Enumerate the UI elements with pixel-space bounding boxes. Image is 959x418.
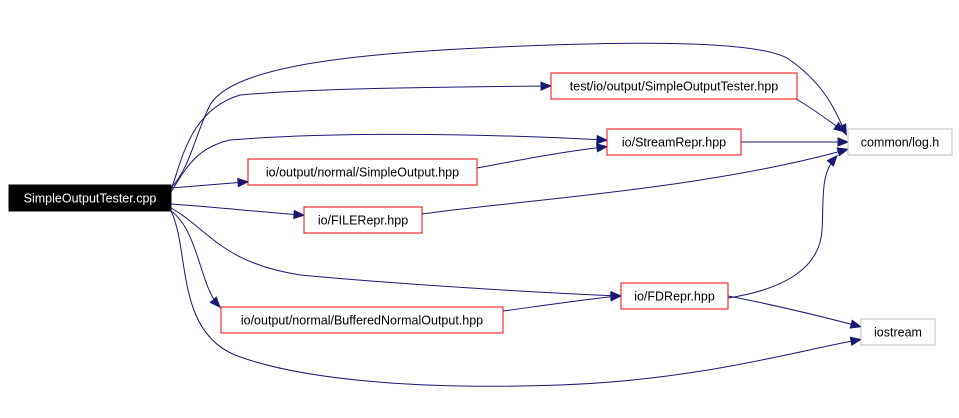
- node-box: [860, 318, 936, 346]
- arrow-head-icon: [837, 137, 850, 147]
- node-iostream: iostream: [860, 318, 936, 346]
- node-label: io/FILERepr.hpp: [318, 214, 408, 228]
- edge-line: [727, 295, 859, 327]
- node-label: io/FDRepr.hpp: [634, 290, 715, 304]
- edge-simple-output-tester-cpp-to-simple-output-hpp: [170, 177, 250, 189]
- edge-line: [170, 85, 549, 191]
- node-label: common/log.h: [861, 136, 940, 150]
- node-label: SimpleOutputTester.cpp: [24, 192, 157, 206]
- arrow-head-icon: [540, 81, 553, 91]
- arrow-head-icon: [833, 121, 846, 133]
- edge-stream-repr-hpp-to-common-log-h: [741, 137, 850, 147]
- arrow-head-icon: [826, 154, 838, 167]
- arrow-head-icon: [596, 143, 609, 153]
- arrow-head-icon: [836, 147, 850, 157]
- edge-line: [795, 98, 843, 131]
- edge-line: [421, 149, 846, 215]
- node-label: io/output/normal/SimpleOutput.hpp: [266, 166, 459, 180]
- edge-fd-repr-hpp-to-common-log-h: [727, 154, 838, 299]
- edge-fd-repr-hpp-to-iostream: [727, 295, 863, 329]
- node-simple-output-hpp[interactable]: io/output/normal/SimpleOutput.hpp: [247, 158, 478, 186]
- edge-buffered-normal-output-hpp-to-fd-repr-hpp: [502, 292, 623, 312]
- node-box: [303, 206, 423, 234]
- edge-line: [727, 157, 836, 299]
- edge-test-simple-output-tester-hpp-to-common-log-h: [795, 98, 846, 133]
- node-label: io/output/normal/BufferedNormalOutput.hp…: [241, 314, 483, 328]
- edge-file-repr-hpp-to-common-log-h: [421, 147, 850, 215]
- arrow-head-icon: [849, 336, 863, 346]
- node-label: iostream: [874, 326, 922, 340]
- edge-simple-output-tester-cpp-to-iostream: [170, 210, 863, 387]
- node-test-simple-output-tester-hpp[interactable]: test/io/output/SimpleOutputTester.hpp: [550, 72, 798, 100]
- node-label: test/io/output/SimpleOutputTester.hpp: [570, 80, 779, 94]
- node-file-repr-hpp[interactable]: io/FILERepr.hpp: [303, 206, 423, 234]
- edge-line: [170, 210, 219, 306]
- node-common-log-h: common/log.h: [847, 128, 953, 156]
- arrow-head-icon: [237, 177, 250, 188]
- node-box: [620, 282, 729, 310]
- arrow-head-icon: [849, 319, 863, 329]
- node-buffered-normal-output-hpp[interactable]: io/output/normal/BufferedNormalOutput.hp…: [220, 306, 504, 334]
- edge-line: [476, 146, 605, 169]
- arrow-head-icon: [209, 296, 221, 309]
- nodes-layer: SimpleOutputTester.cpp test/io/output/Sim…: [8, 72, 953, 346]
- node-box: [247, 158, 478, 186]
- edge-line: [502, 295, 619, 312]
- node-fd-repr-hpp[interactable]: io/FDRepr.hpp: [620, 282, 729, 310]
- edges-layer: [170, 42, 863, 387]
- node-box: [847, 128, 953, 156]
- edge-line: [170, 181, 246, 189]
- edge-line: [170, 133, 605, 193]
- edge-line: [170, 207, 619, 297]
- edge-simple-output-tester-cpp-to-file-repr-hpp: [170, 203, 306, 220]
- node-stream-repr-hpp[interactable]: io/StreamRepr.hpp: [606, 128, 742, 156]
- node-box: [606, 128, 742, 156]
- edge-simple-output-tester-cpp-to-stream-repr-hpp: [170, 133, 609, 193]
- edge-simple-output-hpp-to-stream-repr-hpp: [476, 143, 609, 169]
- edge-simple-output-tester-cpp-to-buffered-normal-output-hpp: [170, 210, 221, 309]
- node-box: [550, 72, 798, 100]
- node-box: [8, 184, 172, 212]
- arrow-head-icon: [293, 209, 306, 220]
- edge-line: [170, 42, 846, 189]
- edge-simple-output-tester-cpp-to-test-simple-output-tester-hpp: [170, 81, 553, 191]
- node-simple-output-tester-cpp: SimpleOutputTester.cpp: [8, 184, 172, 212]
- edge-line: [170, 203, 302, 216]
- node-box: [220, 306, 504, 334]
- arrow-head-icon: [596, 134, 609, 145]
- node-label: io/StreamRepr.hpp: [622, 136, 726, 150]
- edge-line: [170, 210, 859, 387]
- arrow-head-icon: [610, 292, 623, 302]
